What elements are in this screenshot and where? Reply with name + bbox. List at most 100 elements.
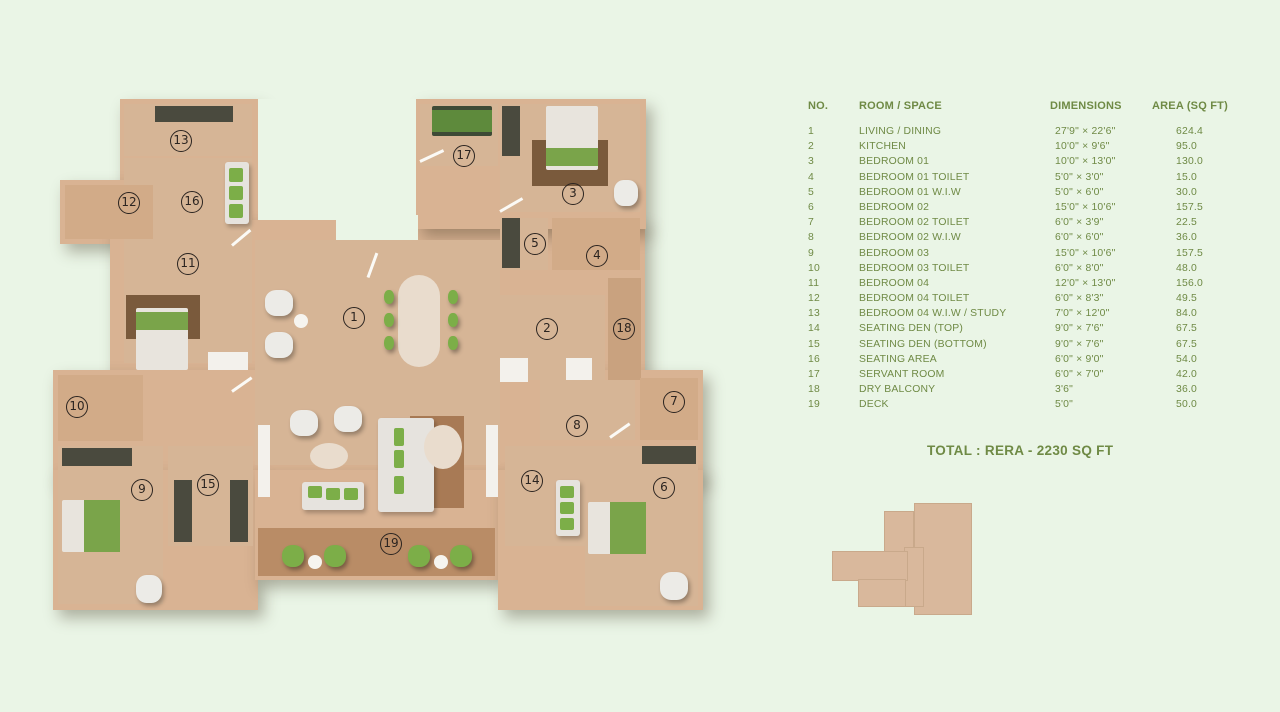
room-label-13: 13 <box>170 130 192 152</box>
header-dimensions: DIMENSIONS <box>1050 100 1122 112</box>
room-label-19: 19 <box>380 533 402 555</box>
floor-room-12 <box>65 185 153 239</box>
sofa-den <box>556 480 580 536</box>
total-area: TOTAL : RERA - 2230 SQ FT <box>927 443 1114 458</box>
row-number: 14 <box>808 323 820 335</box>
bed-bedroom-04 <box>136 308 188 370</box>
armchair <box>265 332 293 358</box>
room-label-1: 1 <box>343 307 365 329</box>
row-number: 4 <box>808 171 814 183</box>
room-label-16: 16 <box>181 191 203 213</box>
row-dimensions: 5'0" × 3'0" <box>1055 171 1104 183</box>
cabinet <box>174 480 192 542</box>
row-dimensions: 15'0" × 10'6" <box>1055 201 1116 213</box>
row-area: 42.0 <box>1176 369 1198 380</box>
row-dimensions: 6'0" × 9'0" <box>1055 353 1104 365</box>
row-number: 1 <box>808 126 814 137</box>
desk <box>208 352 248 370</box>
dining-table <box>398 275 440 367</box>
row-room-name: KITCHEN <box>859 141 907 153</box>
row-dimensions: 9'0" × 7'6" <box>1055 338 1104 350</box>
armchair <box>334 406 362 432</box>
room-label-3: 3 <box>562 183 584 205</box>
row-dimensions: 5'0" × 6'0" <box>1055 186 1104 198</box>
row-dimensions: 10'0" × 9'6" <box>1055 141 1110 153</box>
room-label-17: 17 <box>453 145 475 167</box>
row-room-name: SEATING DEN (BOTTOM) <box>859 338 987 350</box>
row-room-name: BEDROOM 04 TOILET <box>859 293 970 305</box>
row-dimensions: 12'0" × 13'0" <box>1055 277 1116 289</box>
row-dimensions: 15'0" × 10'6" <box>1055 247 1116 259</box>
room-label-6: 6 <box>653 477 675 499</box>
wardrobe <box>502 106 520 156</box>
row-dimensions: 9'0" × 7'6" <box>1055 323 1104 335</box>
row-room-name: BEDROOM 02 <box>859 201 930 213</box>
row-room-name: SERVANT ROOM <box>859 369 945 380</box>
tv-unit <box>258 425 270 497</box>
row-area: 22.5 <box>1176 217 1198 229</box>
row-room-name: BEDROOM 01 <box>859 156 930 168</box>
row-number: 16 <box>808 353 820 365</box>
row-number: 8 <box>808 232 814 244</box>
row-dimensions: 7'0" × 12'0" <box>1055 308 1110 320</box>
floor-plan: 1 2 3 4 5 6 7 8 9 10 11 12 13 14 15 16 1… <box>53 99 703 610</box>
row-area: 157.5 <box>1176 247 1204 259</box>
sofa-seating-area <box>225 162 249 224</box>
header-no: NO. <box>808 100 829 112</box>
row-area: 36.0 <box>1176 384 1198 396</box>
wardrobe <box>62 448 132 466</box>
row-room-name: DRY BALCONY <box>859 384 936 396</box>
sink <box>566 358 592 380</box>
wardrobe <box>502 218 520 268</box>
row-number: 17 <box>808 369 820 380</box>
row-area: 624.4 <box>1176 126 1204 137</box>
row-area: 157.5 <box>1176 201 1204 213</box>
table-row: 12 BEDROOM 04 TOILET 6'0" × 8'3" 49.5 <box>800 293 1240 308</box>
row-room-name: BEDROOM 02 TOILET <box>859 217 970 229</box>
row-number: 12 <box>808 293 820 305</box>
bed-bedroom-01 <box>546 106 598 170</box>
tv-unit <box>486 425 498 497</box>
row-dimensions: 6'0" × 7'0" <box>1055 369 1104 380</box>
row-number: 2 <box>808 141 814 153</box>
row-area: 50.0 <box>1176 399 1198 411</box>
row-area: 48.0 <box>1176 262 1198 274</box>
row-dimensions: 27'9" × 22'6" <box>1055 126 1116 137</box>
row-area: 36.0 <box>1176 232 1198 244</box>
room-label-18: 18 <box>613 318 635 340</box>
row-dimensions: 10'0" × 13'0" <box>1055 156 1116 168</box>
row-room-name: BEDROOM 02 W.I.W <box>859 232 961 244</box>
row-area: 49.5 <box>1176 293 1198 305</box>
room-label-15: 15 <box>197 474 219 496</box>
key-plan-thumbnail <box>832 503 974 615</box>
deck-chair <box>450 545 472 567</box>
row-number: 18 <box>808 384 820 396</box>
armchair <box>660 572 688 600</box>
room-label-7: 7 <box>663 391 685 413</box>
row-area: 67.5 <box>1176 323 1198 335</box>
sectional-sofa <box>378 418 434 512</box>
row-dimensions: 6'0" × 8'3" <box>1055 293 1104 305</box>
deck-chair <box>282 545 304 567</box>
row-room-name: LIVING / DINING <box>859 126 942 137</box>
deck-chair <box>408 545 430 567</box>
row-dimensions: 6'0" × 3'9" <box>1055 217 1104 229</box>
bed-bedroom-03 <box>62 500 120 552</box>
row-room-name: BEDROOM 01 TOILET <box>859 171 970 183</box>
row-room-name: BEDROOM 04 W.I.W / STUDY <box>859 308 1007 320</box>
counter <box>500 358 528 382</box>
row-dimensions: 6'0" × 8'0" <box>1055 262 1104 274</box>
room-label-10: 10 <box>66 396 88 418</box>
